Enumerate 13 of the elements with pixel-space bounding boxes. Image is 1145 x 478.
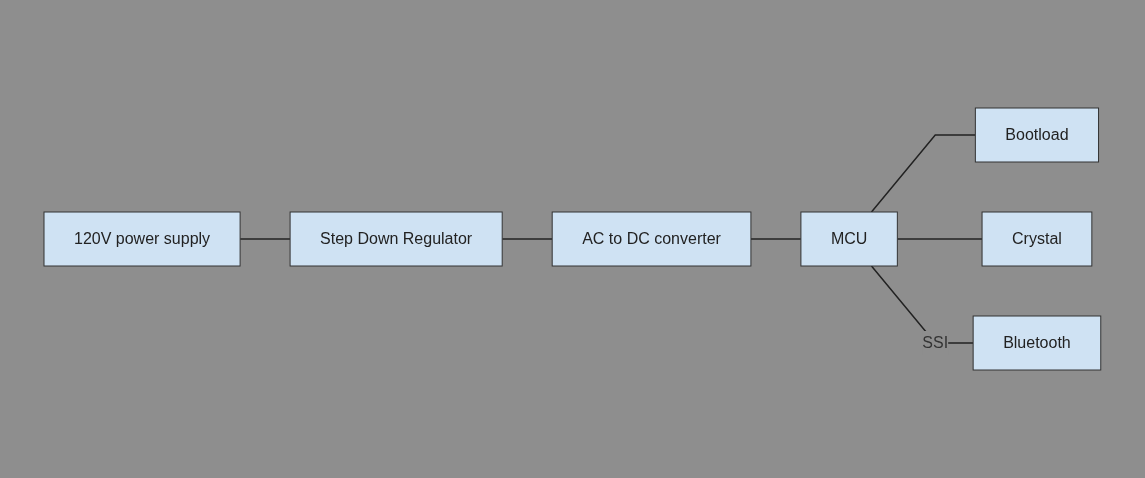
node-box: Step Down Regulator xyxy=(289,211,503,267)
node-box: Crystal xyxy=(981,211,1093,267)
connector xyxy=(239,238,291,240)
connector xyxy=(870,134,977,213)
node-box: MCU xyxy=(800,211,898,267)
connector xyxy=(750,238,802,240)
node-box: Bootload xyxy=(975,107,1100,163)
node-box: 120V power supply xyxy=(43,211,241,267)
node-box: Bluetooth xyxy=(972,315,1102,371)
connector xyxy=(896,238,983,240)
connector xyxy=(501,238,554,240)
node-box: AC to DC converter xyxy=(551,211,752,267)
edge-label: SSI xyxy=(922,334,949,351)
